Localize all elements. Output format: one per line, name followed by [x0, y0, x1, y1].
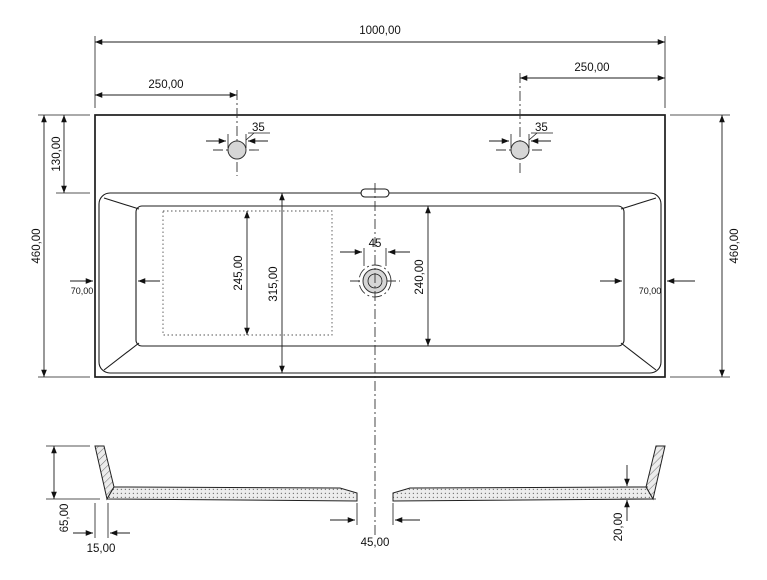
- dim-tap-hole-left: 35: [206, 122, 270, 148]
- dim-side-wall-left: 70,00: [70, 278, 160, 296]
- tap-hole-left: [213, 90, 261, 176]
- dim-section-wall-thickness-lines: [73, 503, 130, 538]
- basin-corner-lines: [103, 197, 657, 371]
- dim-label-left-tap-offset: 250,00: [148, 79, 183, 91]
- dim-basin-floor-depth: 245,00: [233, 211, 250, 335]
- dim-label-section-drain-width: 45,00: [361, 537, 390, 549]
- dim-drain-diameter: 45: [340, 238, 410, 266]
- dim-label-front-edge-to-basin: 130,00: [51, 136, 63, 171]
- dim-overall-depth-left-lines: [38, 115, 90, 378]
- dim-label-drain-diameter: 45: [369, 238, 382, 250]
- dim-section-drain-width: 45,00: [330, 503, 420, 549]
- dim-side-wall-right: 70,00: [600, 278, 695, 296]
- basin-floor-outline: [135, 205, 625, 347]
- dim-section-floor-height-right: 20,00: [613, 465, 656, 541]
- dim-left-tap-offset: 250,00: [95, 79, 237, 98]
- dim-label-tap-hole-right: 35: [535, 122, 548, 134]
- dim-front-edge-to-basin-lines: [38, 114, 90, 194]
- dim-label-overall-depth-left: 460,00: [31, 228, 43, 263]
- dim-basin-depth-right: 240,00: [414, 206, 431, 346]
- section-floor-right: [392, 486, 654, 502]
- countertop-outline: [94, 114, 666, 378]
- dim-section-drain-width-lines: [330, 503, 420, 525]
- dim-label-right-tap-offset: 250,00: [574, 62, 609, 74]
- dim-front-edge-to-basin: 130,00: [38, 114, 90, 194]
- dim-label-side-wall-right: 70,00: [639, 286, 662, 296]
- dim-label-overall-depth-right: 460,00: [729, 228, 741, 263]
- top-view: [94, 73, 666, 535]
- dim-label-basin-floor-depth: 245,00: [233, 255, 245, 290]
- dim-overall-depth-right-lines: [670, 114, 730, 378]
- dim-overall-depth-right: 460,00: [670, 114, 741, 378]
- dim-label-section-wall-thickness: 15,00: [87, 543, 116, 555]
- dim-right-tap-offset: 250,00: [520, 62, 665, 81]
- dim-label-overall-width: 1000,00: [359, 25, 401, 37]
- section-view: [94, 445, 666, 502]
- dim-section-wall-thickness: 15,00: [73, 503, 130, 555]
- tap-hole-right: [496, 73, 544, 176]
- dim-overall-depth-left: 460,00: [31, 115, 90, 378]
- dim-tap-hole-left-lines: [206, 132, 270, 148]
- dim-label-tap-hole-left: 35: [252, 122, 265, 134]
- dim-label-basin-inner-depth: 315,00: [268, 266, 280, 301]
- dim-drain-diameter-lines: [340, 248, 410, 266]
- dim-section-floor-height-right-lines: [620, 465, 656, 521]
- dim-section-height-left: 65,00: [46, 445, 100, 533]
- dim-tap-hole-right-lines: [489, 132, 553, 148]
- dim-overall-width: 1000,00: [94, 25, 666, 108]
- dim-label-section-floor-height-right: 20,00: [613, 513, 625, 542]
- dim-section-height-left-lines: [46, 445, 100, 500]
- dim-basin-inner-depth: 315,00: [268, 193, 285, 373]
- dim-tap-hole-right: 35: [489, 122, 553, 148]
- dim-label-side-wall-left: 70,00: [71, 286, 94, 296]
- section-floor-left: [106, 486, 358, 502]
- dim-label-basin-depth-right: 240,00: [414, 259, 426, 294]
- dim-label-section-height-left: 65,00: [59, 504, 71, 533]
